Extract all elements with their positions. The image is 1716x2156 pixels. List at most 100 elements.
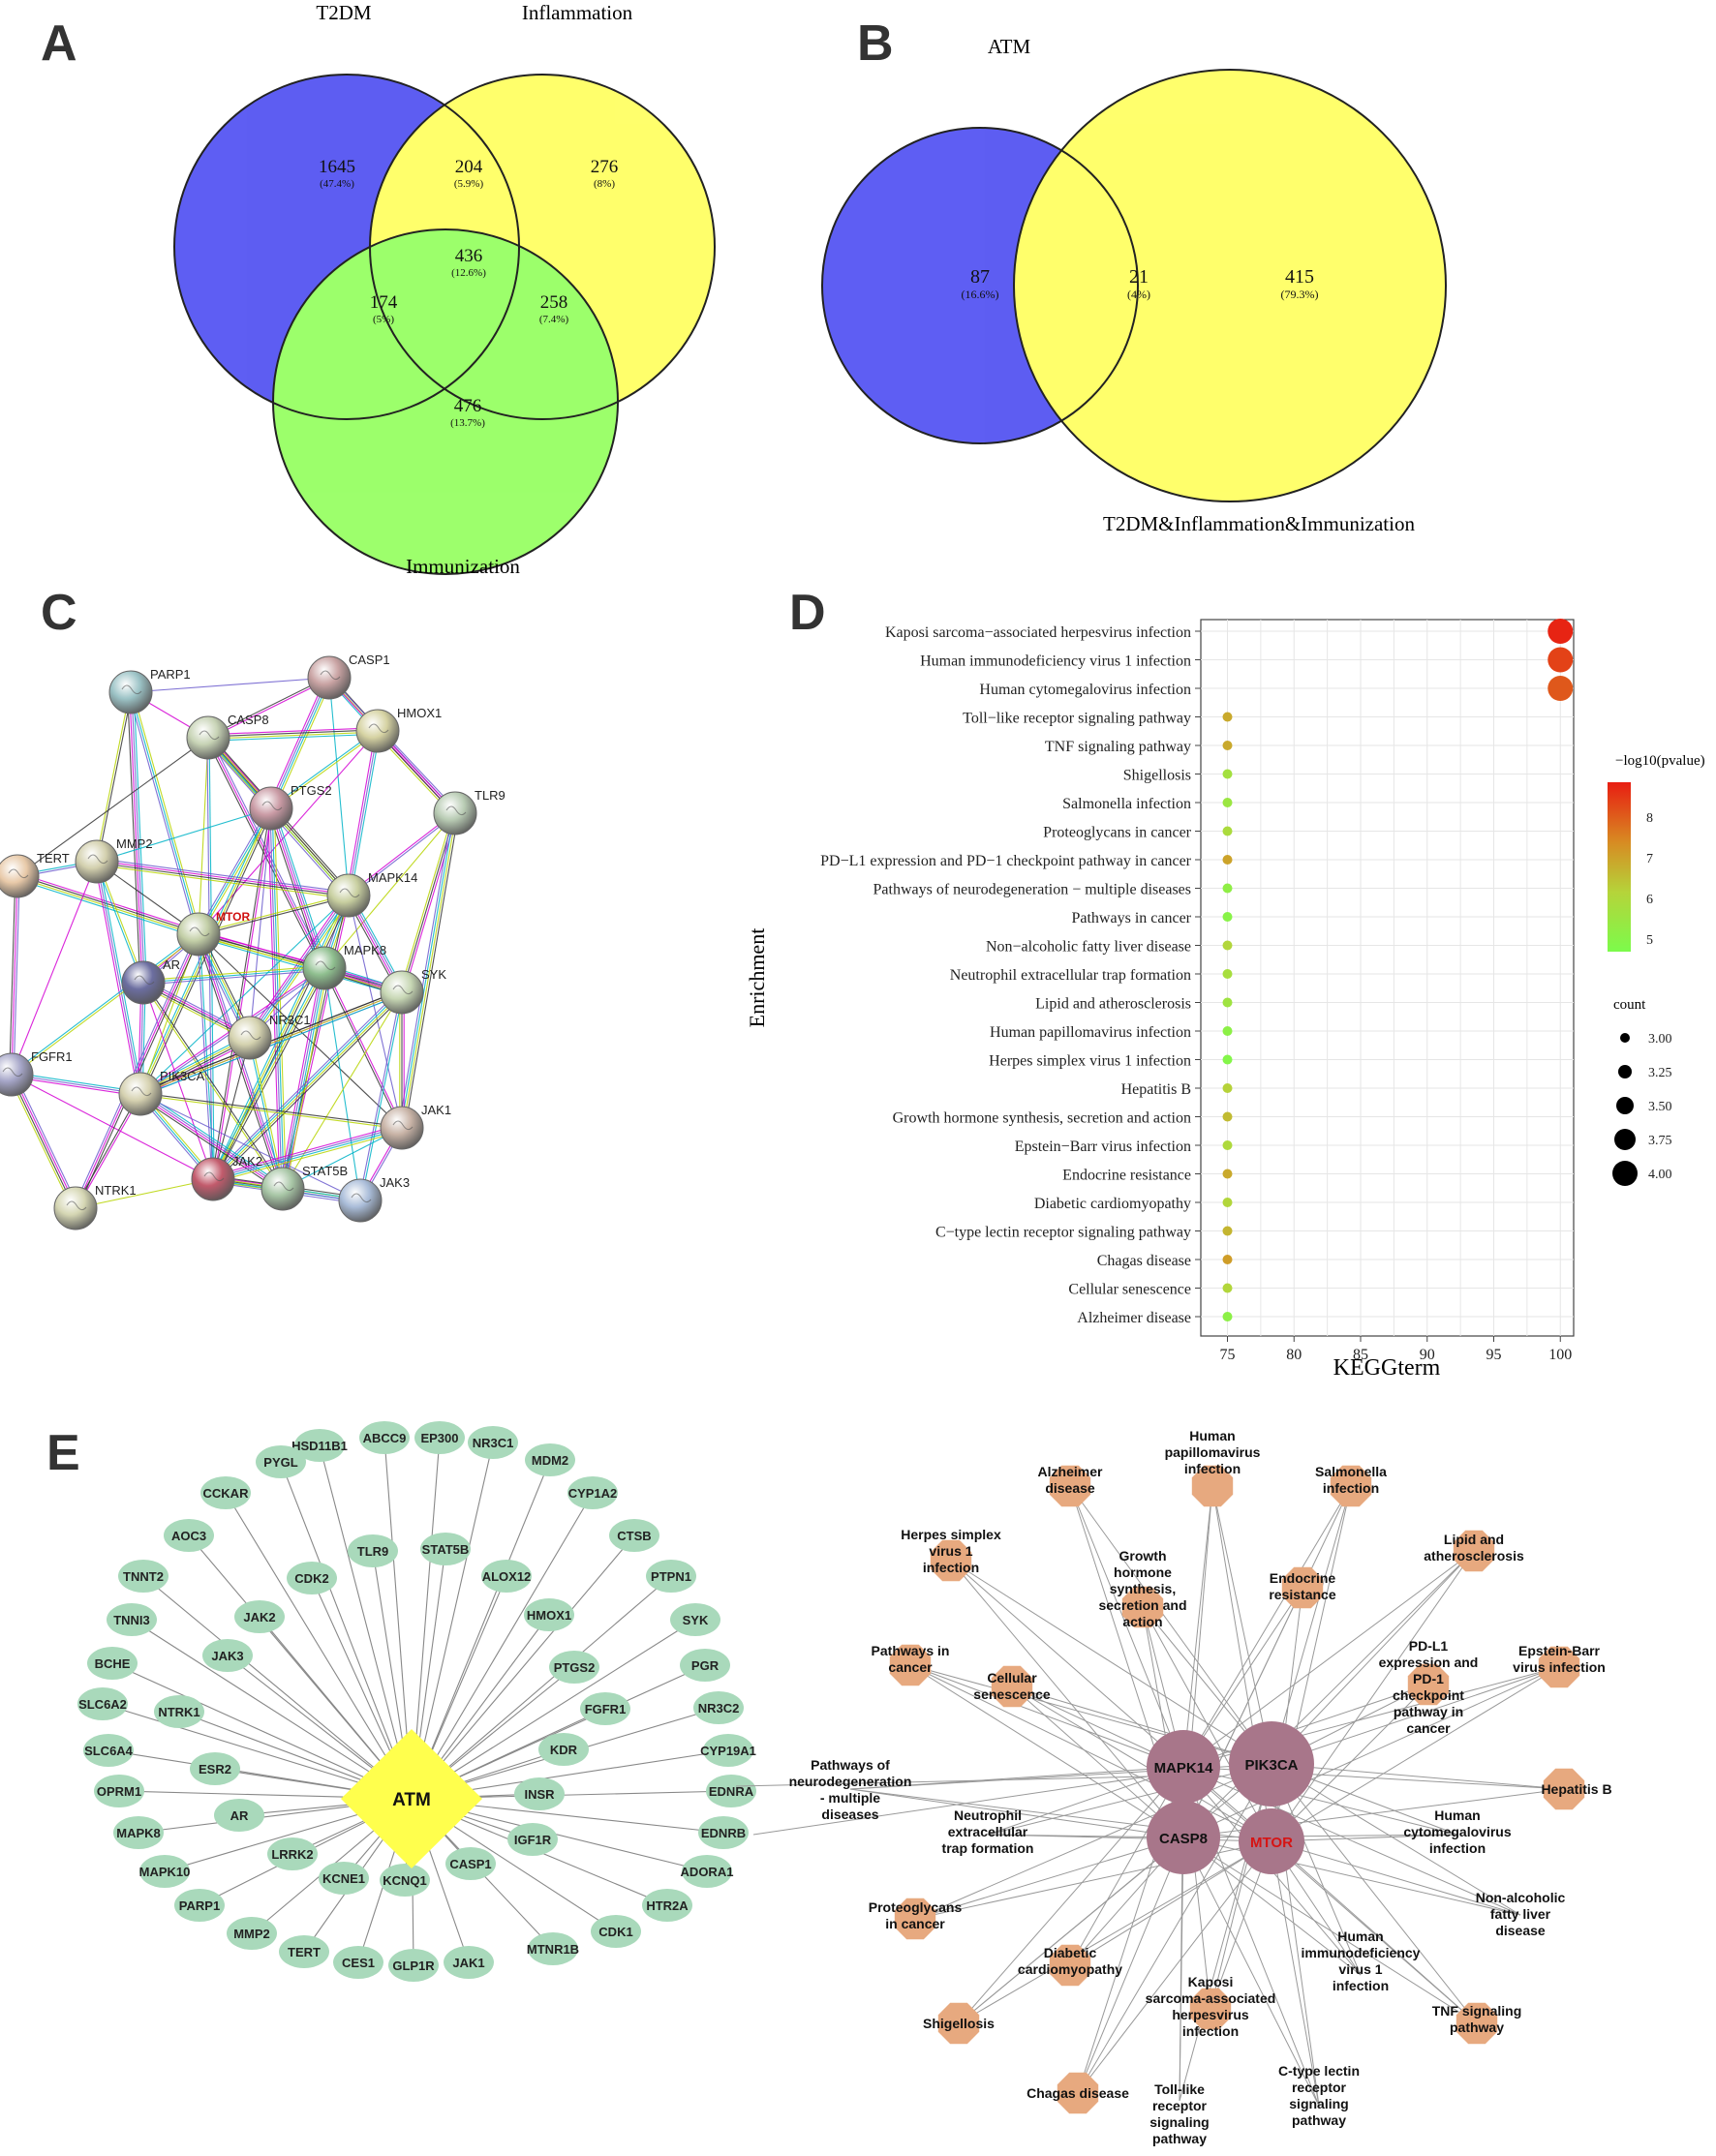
gene-node-hsd11b1[interactable]: HSD11B1 [291, 1429, 348, 1462]
gene-node-ntrk1[interactable]: NTRK1 [154, 1695, 204, 1728]
gene-node-nr3c1[interactable]: NR3C1 [468, 1426, 518, 1459]
ppi-node-stat5b[interactable]: STAT5B [260, 1164, 348, 1211]
atm-center-node[interactable]: ATM [341, 1729, 482, 1868]
gene-node-glp1r[interactable]: GLP1R [388, 1949, 439, 1982]
gene-node-htr2a[interactable]: HTR2A [642, 1889, 692, 1922]
ppi-node-fgfr1[interactable]: FGFR1 [0, 1049, 73, 1097]
gene-node-aoc3[interactable]: AOC3 [164, 1519, 214, 1552]
gene-node-tert[interactable]: TERT [279, 1935, 329, 1968]
gene-node-ar[interactable]: AR [214, 1799, 264, 1832]
gene-node-oprm1[interactable]: OPRM1 [94, 1775, 144, 1807]
pathway-node-shigellosis[interactable]: Shigellosis [923, 2002, 995, 2045]
gene-node-mdm2[interactable]: MDM2 [525, 1443, 575, 1476]
gene-node-fgfr1[interactable]: FGFR1 [580, 1692, 630, 1725]
gene-node-mtnr1b[interactable]: MTNR1B [527, 1932, 579, 1965]
gene-node-cdk2[interactable]: CDK2 [287, 1562, 337, 1594]
gene-node-nr3c2[interactable]: NR3C2 [693, 1691, 744, 1724]
ppi-node-casp1[interactable]: CASP1 [307, 653, 390, 700]
hub-node-pik3ca[interactable]: PIK3CA [1229, 1721, 1314, 1807]
gene-node-pygl[interactable]: PYGL [256, 1445, 306, 1478]
hub-node-casp8[interactable]: CASP8 [1147, 1801, 1220, 1874]
gene-node-ednrb[interactable]: EDNRB [698, 1816, 749, 1849]
gene-node-cyp1a2[interactable]: CYP1A2 [567, 1476, 618, 1509]
ppi-node-syk[interactable]: SYK [380, 967, 446, 1015]
gene-node-ctsb[interactable]: CTSB [609, 1519, 659, 1552]
gene-node-jak2[interactable]: JAK2 [234, 1600, 285, 1633]
gene-node-parp1[interactable]: PARP1 [174, 1889, 225, 1922]
gene-node-ces1[interactable]: CES1 [333, 1946, 383, 1979]
gene-node-syk[interactable]: SYK [670, 1603, 720, 1636]
gene-node-mapk8[interactable]: MAPK8 [113, 1816, 164, 1849]
gene-node-cdk1[interactable]: CDK1 [591, 1915, 641, 1948]
ppi-node-jak3[interactable]: JAK3 [338, 1175, 410, 1223]
gene-node-abcc9[interactable]: ABCC9 [359, 1421, 410, 1454]
ppi-node-mmp2[interactable]: MMP2 [75, 836, 153, 884]
ppi-node-hmox1[interactable]: HMOX1 [355, 706, 442, 753]
gene-node-pgr[interactable]: PGR [680, 1649, 730, 1682]
gene-node-ptgs2[interactable]: PTGS2 [549, 1651, 599, 1684]
gene-node-mmp2[interactable]: MMP2 [227, 1917, 277, 1950]
gene-node-tnni3[interactable]: TNNI3 [107, 1603, 157, 1636]
gene-node-esr2[interactable]: ESR2 [190, 1752, 240, 1785]
gene-node-bche[interactable]: BCHE [87, 1647, 138, 1680]
gene-node-cckar[interactable]: CCKAR [200, 1476, 251, 1509]
ppi-node-tert[interactable]: TERT [0, 851, 70, 898]
ppi-node-jak1[interactable]: JAK1 [380, 1103, 451, 1150]
pathway-node-chagas-disease[interactable]: Chagas disease [1027, 2072, 1129, 2114]
ppi-node-mapk8[interactable]: MAPK8 [302, 943, 386, 990]
gene-node-tlr9[interactable]: TLR9 [348, 1534, 398, 1567]
hub-node-mapk14[interactable]: MAPK14 [1147, 1730, 1220, 1804]
ppi-node-mtor[interactable]: MTOR [176, 910, 250, 957]
gene-node-ednra[interactable]: EDNRA [706, 1775, 756, 1807]
gene-node-kdr[interactable]: KDR [538, 1733, 589, 1766]
gene-node-insr[interactable]: INSR [514, 1777, 565, 1810]
gene-node-cyp19a1[interactable]: CYP19A1 [700, 1734, 756, 1767]
gene-node-tnnt2[interactable]: TNNT2 [118, 1560, 169, 1593]
gene-node-casp1[interactable]: CASP1 [445, 1847, 496, 1880]
ppi-node-ar[interactable]: AR [121, 957, 180, 1005]
hub-node-mtor[interactable]: MTOR [1239, 1808, 1304, 1874]
ppi-node-jak2[interactable]: JAK2 [191, 1154, 262, 1201]
gene-node-ptpn1[interactable]: PTPN1 [646, 1560, 696, 1593]
pathway-node-hepatitis-b[interactable]: Hepatitis B [1541, 1768, 1612, 1810]
gene-node-jak3[interactable]: JAK3 [202, 1639, 253, 1672]
gene-node-kcnq1[interactable]: KCNQ1 [380, 1864, 430, 1897]
ppi-node-ntrk1[interactable]: NTRK1 [53, 1183, 137, 1230]
ppi-node-pik3ca[interactable]: PIK3CA [118, 1069, 205, 1116]
gene-node-mapk10[interactable]: MAPK10 [139, 1855, 191, 1888]
gene-node-adora1[interactable]: ADORA1 [681, 1855, 734, 1888]
gene-node-kcne1[interactable]: KCNE1 [319, 1862, 369, 1895]
gene-node-slc6a4[interactable]: SLC6A4 [83, 1734, 134, 1767]
ppi-node-parp1[interactable]: PARP1 [108, 667, 191, 714]
gene-node-ep300[interactable]: EP300 [414, 1421, 465, 1454]
gene-node-igf1r[interactable]: IGF1R [507, 1823, 558, 1856]
ppi-node-nr3c1[interactable]: NR3C1 [228, 1013, 311, 1060]
ppi-node-casp8[interactable]: CASP8 [186, 713, 269, 760]
gene-node-hmox1[interactable]: HMOX1 [524, 1598, 574, 1631]
gene-node-lrrk2[interactable]: LRRK2 [267, 1837, 318, 1870]
gene-node-stat5b[interactable]: STAT5B [420, 1533, 471, 1565]
ppi-node-ptgs2[interactable]: PTGS2 [249, 783, 332, 831]
gene-node-alox12[interactable]: ALOX12 [481, 1560, 532, 1593]
